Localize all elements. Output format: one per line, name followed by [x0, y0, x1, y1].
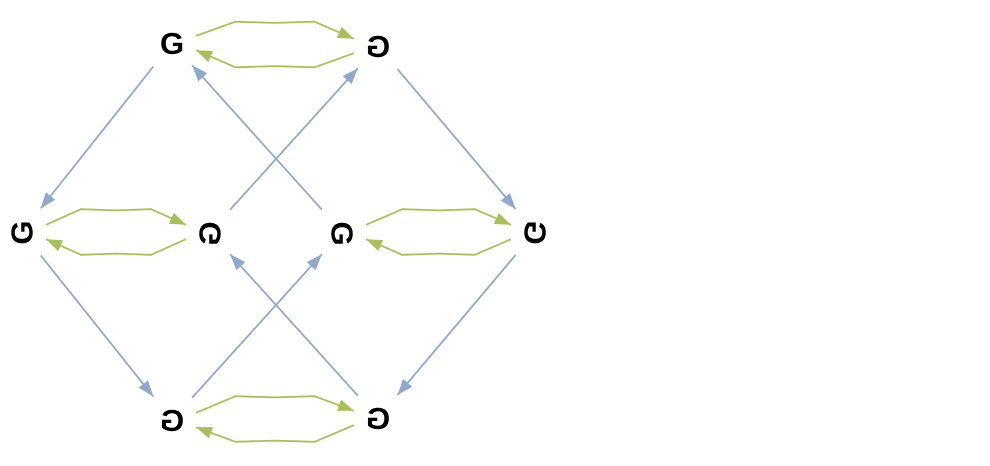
arrowhead — [500, 192, 516, 210]
arrowhead — [397, 378, 413, 396]
node-rotated-left: G — [2, 212, 42, 252]
edge-generator-b — [45, 208, 187, 226]
arrowhead — [196, 427, 214, 439]
arrowhead — [230, 254, 246, 271]
node-identity: G — [152, 23, 192, 63]
node-rotated-180: G — [358, 26, 398, 66]
node-glyph: G — [365, 400, 391, 436]
edge-generator-a — [229, 253, 359, 397]
node-glyph: G — [159, 402, 185, 438]
edge-generator-b — [365, 238, 512, 256]
edge-generator-a — [191, 64, 323, 211]
edge-generator-a — [191, 253, 323, 399]
arrowhead — [40, 192, 56, 209]
edge-generator-b — [365, 208, 512, 226]
node-rotated-left-mirrored: G — [190, 213, 230, 253]
arrowhead — [366, 239, 384, 252]
edge-generator-a — [396, 68, 517, 210]
arrowhead — [192, 65, 208, 82]
node-glyph: G — [365, 28, 391, 64]
edge-generator-b — [195, 424, 355, 443]
arrowhead — [493, 212, 511, 225]
edge-generator-b — [195, 20, 355, 40]
edge-generator-b — [195, 395, 355, 414]
arrowhead — [342, 68, 358, 85]
edge-generator-a — [40, 254, 154, 398]
node-glyph: G — [324, 220, 360, 246]
edge-generator-b — [195, 49, 355, 69]
arrowhead — [336, 26, 354, 39]
edge-generator-a — [396, 254, 517, 396]
node-mirrored: G — [152, 400, 192, 440]
node-glyph: G — [192, 220, 228, 246]
arrowhead — [46, 239, 64, 252]
node-glyph: G — [159, 25, 185, 61]
edge-generator-b — [45, 238, 187, 256]
node-rotated-right: G — [322, 213, 362, 253]
edge-generator-a — [229, 67, 359, 211]
arrowhead — [196, 50, 214, 63]
node-glyph: G — [517, 219, 553, 245]
node-glyph: G — [4, 219, 40, 245]
node-flipped: G — [358, 398, 398, 438]
edge-generator-a — [39, 65, 155, 210]
node-rotated-right-mirrored: G — [515, 212, 555, 252]
arrowhead — [306, 254, 322, 271]
arrowhead — [336, 399, 354, 411]
arrowhead — [138, 380, 154, 397]
arrowhead — [168, 212, 186, 225]
